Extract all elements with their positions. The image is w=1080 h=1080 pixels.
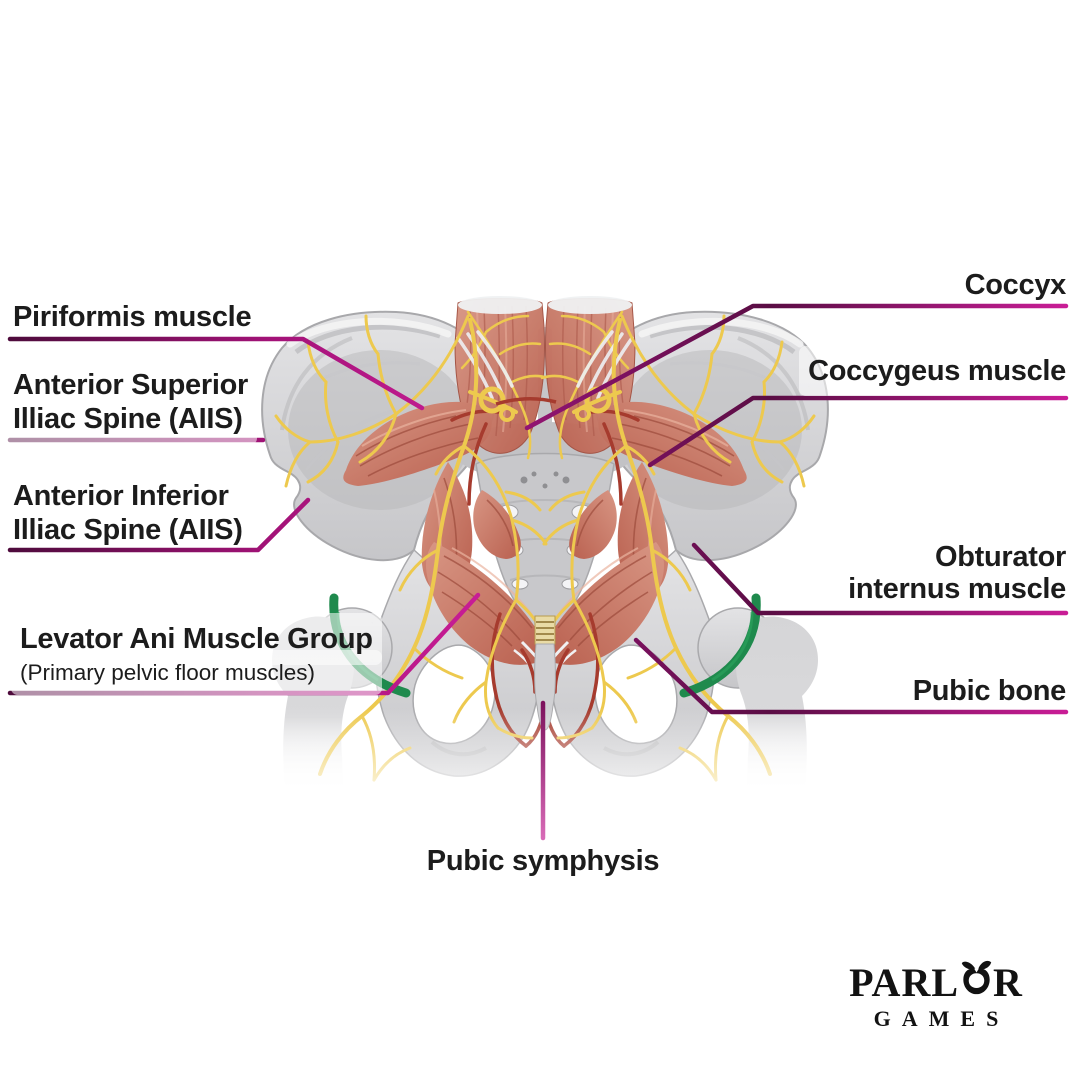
leader-line-coccyx (524, 303, 1069, 431)
label-line1: Obturator (934, 541, 1066, 573)
label-line2: Illiac Spine (AIIS) (13, 402, 248, 436)
label-piriformis-muscle: Piriformis muscle (13, 300, 252, 334)
label-pubic-symphysis: Pubic symphysis (0, 844, 1080, 878)
leader-line-levator-ani (7, 592, 481, 696)
label-pubic-bone: Pubic bone (912, 674, 1067, 708)
label-text: Pubic symphysis (426, 845, 660, 877)
label-text: Coccyx (964, 269, 1067, 301)
leader-line-coccygeus (647, 395, 1069, 468)
leader-line-obturator (691, 542, 1069, 616)
label-line1: Anterior Superior (13, 368, 248, 402)
label-anterior-inferior-iliac-spine: Anterior Inferior Illiac Spine (AIIS) (13, 479, 243, 547)
leader-lines (7, 303, 1069, 841)
leader-line-asis-inferior (7, 497, 311, 553)
apple-icon (961, 960, 992, 995)
label-levator-ani-muscle-group: Levator Ani Muscle Group (Primary pelvic… (20, 622, 373, 686)
logo-text-part1: PARL (849, 960, 960, 1005)
logo-text-part2: R (993, 960, 1023, 1005)
label-line2: Illiac Spine (AIIS) (13, 514, 243, 546)
label-text: Piriformis muscle (13, 301, 252, 333)
logo-subtitle: GAMES (873, 1006, 1010, 1031)
logo-wordmark: PARL R (828, 954, 1044, 1003)
label-obturator-internus-muscle: Obturator internus muscle (848, 541, 1066, 605)
label-text: Pubic bone (912, 675, 1067, 707)
label-text: Coccygeus muscle (808, 355, 1066, 387)
label-text: Levator Ani Muscle Group (20, 622, 373, 656)
label-line1: Anterior Inferior (13, 480, 229, 512)
leader-line-piriformis (7, 336, 425, 411)
label-line2: internus muscle (848, 573, 1066, 605)
leader-line-pubic-bone (633, 637, 1069, 715)
parlor-games-logo: PARL R GAMES (828, 954, 1044, 1032)
label-anterior-superior-iliac-spine: Anterior Superior Illiac Spine (AIIS) (13, 368, 248, 436)
label-coccyx: Coccyx (964, 268, 1067, 302)
label-subtext: (Primary pelvic floor muscles) (20, 659, 373, 686)
label-coccygeus-muscle: Coccygeus muscle (808, 354, 1066, 388)
